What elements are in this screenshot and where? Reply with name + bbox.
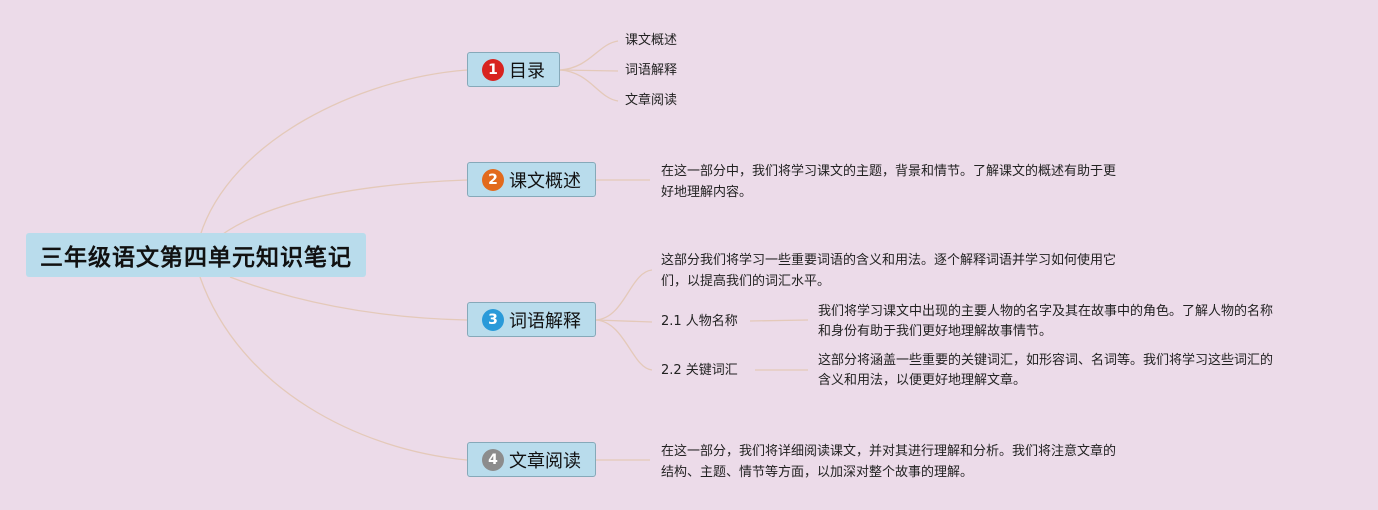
link-sub1-text — [749, 319, 809, 322]
reading-description-line1[interactable]: 在这一部分，我们将详细阅读课文，并对其进行理解和分析。我们将注意文章的 — [661, 444, 1117, 459]
link-b3-sub1 — [595, 319, 653, 323]
vocab-description-line2[interactable]: 们，以提高我们的词汇水平。 — [661, 274, 831, 289]
subtopic-key-vocabulary[interactable]: 2.2 关键词汇 — [661, 363, 738, 378]
subtopic-text-vocab[interactable]: 词语解释 — [625, 63, 678, 78]
branch-label: 课文概述 — [509, 170, 581, 192]
vocab-description-line1[interactable]: 这部分我们将学习一些重要词语的含义和用法。逐个解释词语并学习如何使用它 — [661, 253, 1117, 268]
character-names-description-line1[interactable]: 我们将学习课文中出现的主要人物的名字及其在故事中的角色。了解人物的名称 — [818, 304, 1274, 319]
subtopic-character-names[interactable]: 2.1 人物名称 — [661, 314, 738, 329]
link-root-branch2 — [219, 179, 468, 237]
branch-topic-contents[interactable]: 1 目录 — [467, 52, 560, 87]
number-badge-2: 2 — [482, 168, 504, 191]
branch-label: 文章阅读 — [509, 450, 581, 472]
subtopic-text-overview[interactable]: 课文概述 — [625, 33, 678, 48]
link-b1-child2 — [559, 69, 619, 72]
number-badge-1: 1 — [482, 58, 504, 81]
central-topic[interactable]: 三年级语文第四单元知识笔记 — [26, 233, 366, 277]
link-b3-sub2 — [595, 319, 653, 371]
branch-topic-overview[interactable]: 2 课文概述 — [467, 162, 596, 197]
key-vocabulary-description-line1[interactable]: 这部分将涵盖一些重要的关键词汇，如形容词、名词等。我们将学习这些词汇的 — [818, 353, 1274, 368]
number-badge-3: 3 — [482, 308, 504, 331]
subtopic-text-reading[interactable]: 文章阅读 — [625, 93, 678, 108]
link-b1-child3 — [559, 69, 619, 102]
central-topic-label: 三年级语文第四单元知识笔记 — [40, 245, 352, 271]
link-root-branch1 — [199, 69, 468, 237]
reading-description-line2[interactable]: 结构、主题、情节等方面，以加深对整个故事的理解。 — [661, 465, 974, 480]
branch-topic-vocab[interactable]: 3 词语解释 — [467, 302, 596, 337]
branch-topic-reading[interactable]: 4 文章阅读 — [467, 442, 596, 477]
link-root-branch4 — [199, 276, 468, 461]
link-b3-text — [595, 269, 653, 321]
overview-description-line2[interactable]: 好地理解内容。 — [661, 185, 753, 200]
branch-label: 词语解释 — [509, 310, 581, 332]
branch-label: 目录 — [509, 60, 545, 82]
character-names-description-line2[interactable]: 和身份有助于我们更好地理解故事情节。 — [818, 324, 1053, 339]
link-b1-child1 — [559, 40, 619, 71]
number-badge-4: 4 — [482, 448, 504, 471]
key-vocabulary-description-line2[interactable]: 含义和用法，以便更好地理解文章。 — [818, 373, 1027, 388]
overview-description-line1[interactable]: 在这一部分中，我们将学习课文的主题，背景和情节。了解课文的概述有助于更 — [661, 164, 1117, 179]
link-root-branch3 — [229, 276, 468, 321]
